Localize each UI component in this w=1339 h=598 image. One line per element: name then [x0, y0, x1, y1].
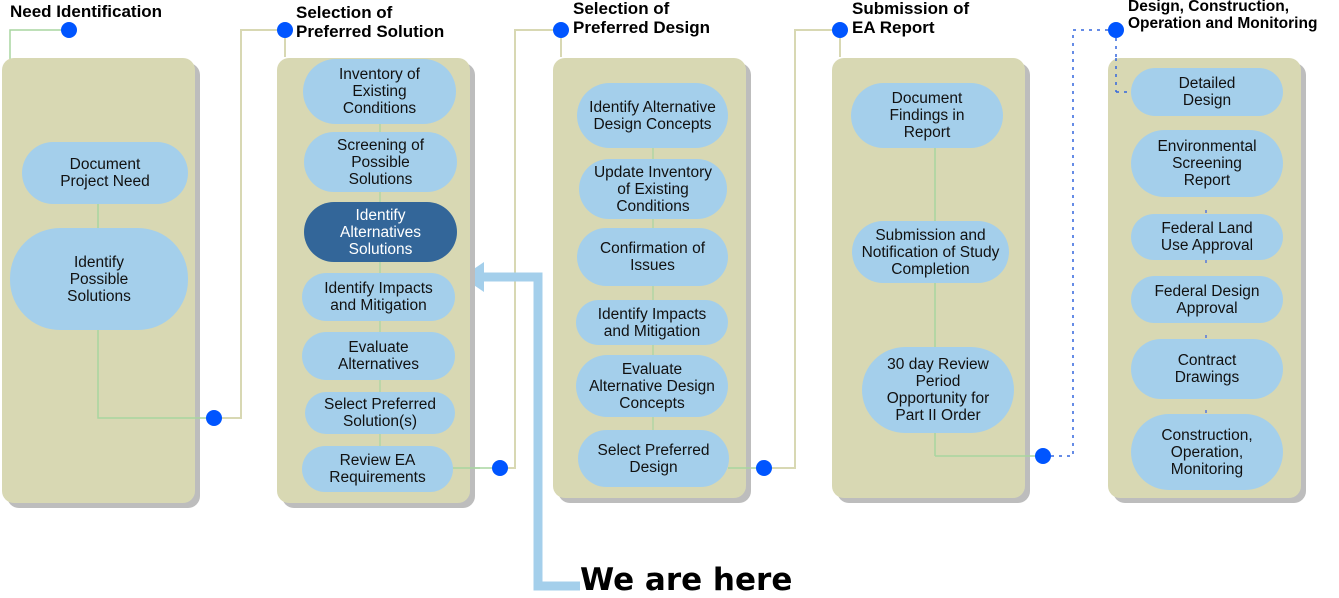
connector-dot: [61, 22, 77, 38]
step-identify-alternatives-solutions-current[interactable]: Identify Alternatives Solutions: [304, 202, 457, 262]
step-federal-land-use-approval[interactable]: Federal Land Use Approval: [1131, 214, 1283, 260]
we-are-here-arrow-line: [478, 272, 580, 591]
we-are-here-label: We are here: [580, 562, 793, 598]
stage-title-4: Submission of EA Report: [852, 0, 970, 37]
step-inventory-existing-conditions[interactable]: Inventory of Existing Conditions: [303, 59, 456, 124]
step-identify-impacts-mitigation[interactable]: Identify Impacts and Mitigation: [302, 273, 455, 321]
step-document-project-need[interactable]: Document Project Need: [22, 142, 188, 204]
step-contract-drawings[interactable]: Contract Drawings: [1131, 339, 1283, 399]
stage-title-1: Need Identification: [10, 2, 163, 21]
stage-title-2: Selection of Preferred Solution: [296, 3, 445, 41]
arrowhead-icon: [462, 262, 484, 292]
connector-dot: [1035, 448, 1051, 464]
step-identify-possible-solutions[interactable]: Identify Possible Solutions: [10, 228, 188, 330]
step-review-ea-requirements[interactable]: Review EA Requirements: [302, 446, 453, 492]
step-submission-notification[interactable]: Submission and Notification of Study Com…: [852, 221, 1009, 283]
step-identify-alternative-design-concepts[interactable]: Identify Alternative Design Concepts: [577, 83, 728, 148]
connector-dot: [492, 460, 508, 476]
step-select-preferred-solutions[interactable]: Select Preferred Solution(s): [305, 392, 455, 434]
connector-dot: [206, 410, 222, 426]
step-detailed-design[interactable]: Detailed Design: [1131, 68, 1283, 116]
connector-dot: [832, 22, 848, 38]
step-screening-possible-solutions[interactable]: Screening of Possible Solutions: [304, 132, 457, 192]
step-document-findings-report[interactable]: Document Findings in Report: [851, 83, 1003, 148]
step-construction-operation-monitoring[interactable]: Construction, Operation, Monitoring: [1131, 414, 1283, 490]
connector-dot: [756, 460, 772, 476]
stage-title-3: Selection of Preferred Design: [573, 0, 710, 37]
step-30-day-review-period[interactable]: 30 day Review Period Opportunity for Par…: [862, 347, 1014, 433]
connector-dot: [1108, 22, 1124, 38]
step-select-preferred-design[interactable]: Select Preferred Design: [578, 430, 729, 487]
step-federal-design-approval[interactable]: Federal Design Approval: [1131, 276, 1283, 323]
step-environmental-screening-report[interactable]: Environmental Screening Report: [1131, 130, 1283, 197]
connector-dot: [553, 22, 569, 38]
step-identify-impacts-mitigation-design[interactable]: Identify Impacts and Mitigation: [576, 300, 728, 345]
step-update-inventory-existing-conditions[interactable]: Update Inventory of Existing Conditions: [579, 159, 727, 219]
stage-title-5: Design, Construction, Operation and Moni…: [1128, 0, 1318, 32]
step-confirmation-of-issues[interactable]: Confirmation of Issues: [577, 228, 728, 286]
connector-dot: [277, 22, 293, 38]
step-evaluate-alternative-design-concepts[interactable]: Evaluate Alternative Design Concepts: [576, 355, 728, 417]
step-evaluate-alternatives[interactable]: Evaluate Alternatives: [302, 332, 455, 380]
